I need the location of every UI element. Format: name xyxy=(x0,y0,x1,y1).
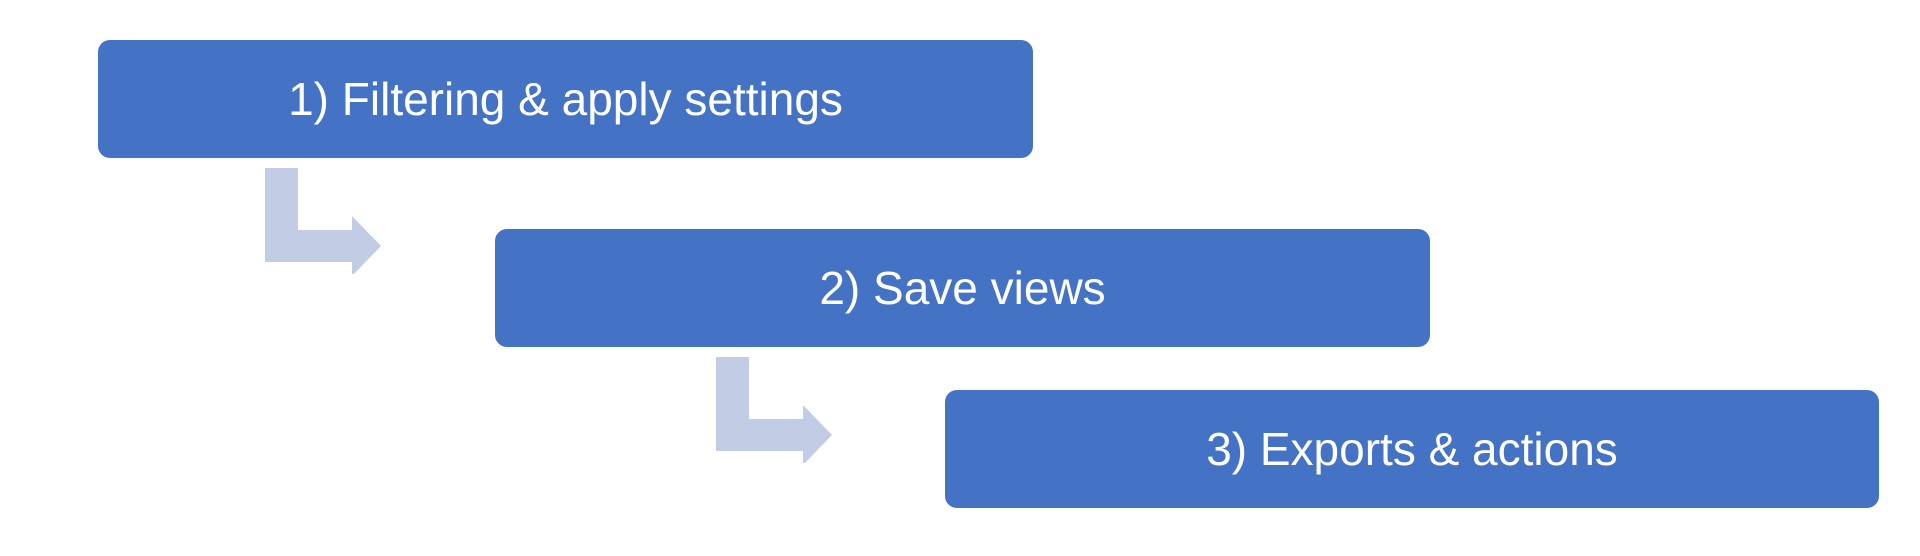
step-box-exports-actions: 3) Exports & actions xyxy=(945,390,1879,508)
connector-arrow-shape xyxy=(265,168,381,274)
step-box-save-views: 2) Save views xyxy=(495,229,1430,347)
bent-arrow-icon xyxy=(716,357,832,463)
bent-arrow-icon xyxy=(265,168,381,274)
connector-arrow-shape xyxy=(716,357,832,463)
step-label: 3) Exports & actions xyxy=(1206,423,1618,475)
step-label: 1) Filtering & apply settings xyxy=(288,73,843,125)
step-box-filtering: 1) Filtering & apply settings xyxy=(98,40,1033,158)
step-label: 2) Save views xyxy=(819,262,1106,314)
